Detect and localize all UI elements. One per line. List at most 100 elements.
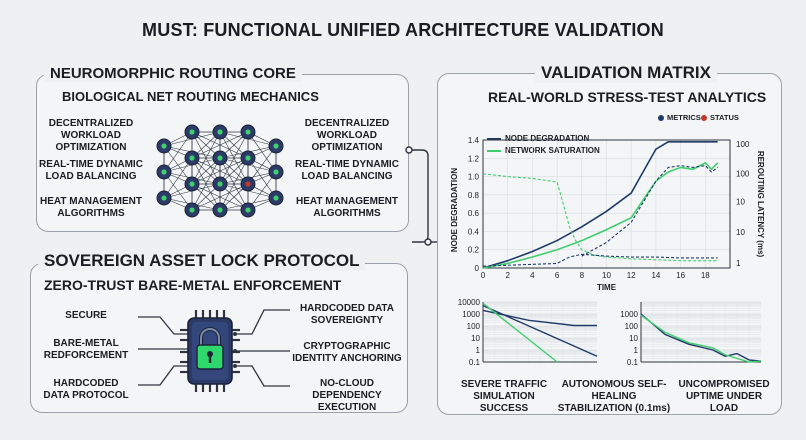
status-badge: STATUS <box>701 113 739 122</box>
small-chart-right: 1000 100 10 1 0.1 <box>620 301 762 367</box>
y-tick-label: 0.4 <box>468 227 480 236</box>
series-line-0 <box>482 309 597 327</box>
network-node-core <box>217 129 223 135</box>
routing-right-label-2: REAL-TIME DYNAMIC LOAD BALANCING <box>295 159 399 182</box>
series-line-1 <box>482 161 719 269</box>
network-node-core <box>189 207 195 213</box>
lock-right-label-3: NO-CLOUD DEPENDENCY EXECUTION <box>312 378 382 413</box>
y-tick-label: 0.1 <box>469 358 481 367</box>
network-edge <box>163 131 193 173</box>
page-title: MUST: FUNCTIONAL UNIFIED ARCHITECTURE VA… <box>142 20 664 40</box>
network-edge <box>219 131 249 185</box>
x-tick-label: 6 <box>555 271 560 280</box>
routing-left-label-3: HEAT MANAGEMENT ALGORITHMS <box>39 196 143 219</box>
network-edge <box>247 171 277 211</box>
y-tick-label: 10 <box>471 334 480 343</box>
network-node-core <box>189 129 195 135</box>
y-tick-label: 1 <box>634 346 639 355</box>
lock-title: SOVEREIGN ASSET LOCK PROTOCOL <box>38 251 366 271</box>
routing-right-label-3: HEAT MANAGEMENT ALGORITHMS <box>295 196 399 219</box>
network-node-core <box>161 169 167 175</box>
y-tick-label: 1.4 <box>468 136 480 145</box>
network-node-core <box>245 207 251 213</box>
x-tick-label: 14 <box>651 271 660 280</box>
panel-connector <box>405 146 440 246</box>
series-line-4 <box>581 165 718 257</box>
series-line-2 <box>482 173 718 262</box>
series-line-1 <box>482 304 598 357</box>
neural-network-icon <box>156 124 284 218</box>
x-tick-label: 8 <box>580 271 585 280</box>
network-node-core <box>161 143 167 149</box>
y-tick-label: 1 <box>476 346 481 355</box>
validation-title: VALIDATION MATRIX <box>535 63 717 83</box>
y-tick-label: 0.1 <box>627 358 639 367</box>
network-edge <box>191 131 221 185</box>
series-line-0 <box>482 141 718 269</box>
metrics-label: METRICS <box>667 113 701 122</box>
y-axis-label: NODE DEGRADATION <box>450 168 459 253</box>
series-line-3 <box>482 253 718 267</box>
series-line-2 <box>482 302 558 363</box>
y-tick-label: 0 <box>475 264 480 273</box>
caption-uptime: UNCOMPROMISED UPTIME UNDER LOAD <box>678 379 770 414</box>
network-node-core <box>217 207 223 213</box>
network-node-core <box>189 155 195 161</box>
legend-label-node: NODE DEGRADATION <box>505 134 590 143</box>
x-tick-label: 2 <box>505 271 510 280</box>
y-tick-label: 1.2 <box>468 154 480 163</box>
y2-tick-label: 10 <box>736 197 745 206</box>
network-node-core <box>217 181 223 187</box>
series-line-0 <box>640 313 762 362</box>
caption-traffic: SEVERE TRAFFIC SIMULATION SUCCESS <box>460 379 548 414</box>
legend-node-degradation: NODE DEGRADATION <box>487 134 589 143</box>
lock-right-label-2: CRYPTOGRAPHIC IDENTITY ANCHORING <box>292 341 402 364</box>
network-node-core <box>245 129 251 135</box>
y2-tick-label: 100 <box>736 140 750 149</box>
network-edge <box>163 157 193 199</box>
chip-padlock-icon <box>138 309 290 392</box>
metrics-dot-icon <box>658 114 664 121</box>
y-tick-label: 0.8 <box>468 191 480 200</box>
legend-swatch-navy <box>487 137 501 140</box>
lock-left-label-3: HARDCODED DATA PROTOCOL <box>43 378 129 401</box>
validation-subtitle: REAL-WORLD STRESS-TEST ANALYTICS <box>488 89 767 105</box>
y-tick-label: 1000 <box>620 310 638 319</box>
status-label: STATUS <box>710 113 739 122</box>
network-edge <box>191 157 221 211</box>
network-node-core <box>273 195 279 201</box>
network-node-core <box>189 181 195 187</box>
y-tick-label: 1.0 <box>468 173 480 182</box>
routing-subtitle: BIOLOGICAL NET ROUTING MECHANICS <box>62 89 319 104</box>
legend-swatch-green <box>487 149 501 152</box>
metrics-badge: METRICS <box>658 113 701 122</box>
routing-left-label-2: REAL-TIME DYNAMIC LOAD BALANCING <box>39 159 143 182</box>
x-tick-label: 4 <box>530 271 535 280</box>
network-node-core <box>245 181 251 187</box>
network-node-core <box>273 169 279 175</box>
series-line-1 <box>640 314 762 363</box>
x-tick-label: 18 <box>701 271 710 280</box>
x-axis-label: TIME <box>597 283 617 292</box>
x-tick-label: 12 <box>627 271 636 280</box>
y-tick-label: 100 <box>625 322 639 331</box>
status-dot-icon <box>701 114 707 121</box>
routing-left-label-1: DECENTRALIZED WORKLOAD OPTIMIZATION <box>48 118 134 153</box>
y-tick-label: 0.2 <box>468 246 480 255</box>
routing-right-label-1: DECENTRALIZED WORKLOAD OPTIMIZATION <box>304 118 390 153</box>
network-edge <box>247 145 277 185</box>
lock-left-label-2: BARE-METAL REDFORCEMENT <box>43 338 129 361</box>
network-node-core <box>217 155 223 161</box>
routing-title: NEUROMORPHIC ROUTING CORE <box>44 65 302 82</box>
plot-frame <box>482 139 731 269</box>
lock-subtitle: ZERO-TRUST BARE-METAL ENFORCEMENT <box>44 277 342 293</box>
x-tick-label: 10 <box>602 271 611 280</box>
network-edge <box>219 157 249 211</box>
y-tick-label: 0.6 <box>468 209 480 218</box>
network-node-core <box>161 195 167 201</box>
y-tick-label: 100 <box>467 322 481 331</box>
y2-tick-label: 1 <box>736 259 741 268</box>
y-tick-label: 10 <box>629 334 638 343</box>
